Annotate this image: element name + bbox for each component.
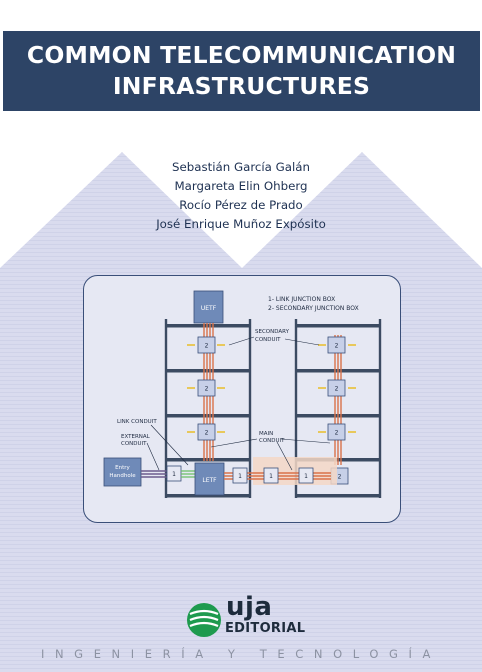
title-line-2: INFRASTRUCTURES xyxy=(112,72,371,100)
box-2-label: 2 xyxy=(335,430,339,437)
title-line-1: COMMON TELECOMMUNICATION xyxy=(26,41,457,69)
secondary-junction-boxes xyxy=(197,336,349,485)
author-name: Sebastián García Galán xyxy=(171,160,311,174)
publisher-subtitle: EDITORIAL xyxy=(225,621,306,636)
book-title: COMMON TELECOMMUNICATION INFRASTRUCTURES xyxy=(3,40,480,102)
entry-label-1: Entry xyxy=(115,465,130,471)
author-name: Rocío Pérez de Prado xyxy=(179,198,303,212)
secondary-conduit-label: CONDUIT xyxy=(255,337,281,343)
box-1-label: 1 xyxy=(172,471,176,478)
legend-link-junction: 1- LINK JUNCTION BOX xyxy=(268,296,335,303)
letf-label: LETF xyxy=(202,477,217,484)
publisher-logo: uja EDITORIAL xyxy=(186,592,306,642)
external-conduit xyxy=(141,470,167,478)
series-name: INGENIERÍA Y TECNOLOGÍA xyxy=(40,647,441,661)
main-conduit-label: CONDUIT xyxy=(259,438,285,444)
link-conduit-label: LINK CONDUIT xyxy=(117,419,157,425)
box-2-label: 2 xyxy=(335,343,339,350)
external-conduit-label: CONDUIT xyxy=(121,441,147,447)
main-conduit-label: MAIN xyxy=(259,431,273,437)
box-1-label: 1 xyxy=(304,473,308,480)
publisher-wordmark: uja xyxy=(226,592,273,622)
legend-secondary-junction: 2- SECONDARY JUNCTION BOX xyxy=(268,305,359,312)
author-name: Margareta Elin Ohberg xyxy=(174,179,308,193)
title-banner: COMMON TELECOMMUNICATION INFRASTRUCTURES xyxy=(3,31,480,111)
right-riser-conduit xyxy=(334,335,342,465)
annotation-arrows xyxy=(146,336,331,471)
author-list: Sebastián García Galán Margareta Elin Oh… xyxy=(100,158,382,234)
uja-logo-mark-icon xyxy=(187,603,221,637)
entry-label-2: Handhole xyxy=(109,473,136,479)
external-conduit-label: EXTERNAL xyxy=(121,434,151,440)
ict-diagram: UETF 2 2 2 2 2 2 2 xyxy=(83,275,401,523)
box-2-label: 2 xyxy=(205,343,209,350)
box-2-label: 2 xyxy=(205,386,209,393)
box-1-label: 1 xyxy=(269,473,273,480)
letf-box xyxy=(194,462,225,496)
uetf-box xyxy=(193,290,224,324)
link-junction-boxes xyxy=(232,467,314,484)
box-1-label: 1 xyxy=(238,473,242,480)
author-name: José Enrique Muñoz Expósito xyxy=(156,217,326,231)
box-2-label: 2 xyxy=(338,474,342,481)
entry-handhole xyxy=(103,457,142,487)
secondary-conduit-label: SECONDARY xyxy=(255,329,290,335)
floor-taps xyxy=(187,344,356,433)
link-conduit xyxy=(181,470,195,478)
left-floors xyxy=(165,324,251,498)
uetf-label: UETF xyxy=(201,305,217,312)
left-building xyxy=(164,319,252,498)
box-2-label: 2 xyxy=(335,386,339,393)
box-2-label: 2 xyxy=(205,430,209,437)
